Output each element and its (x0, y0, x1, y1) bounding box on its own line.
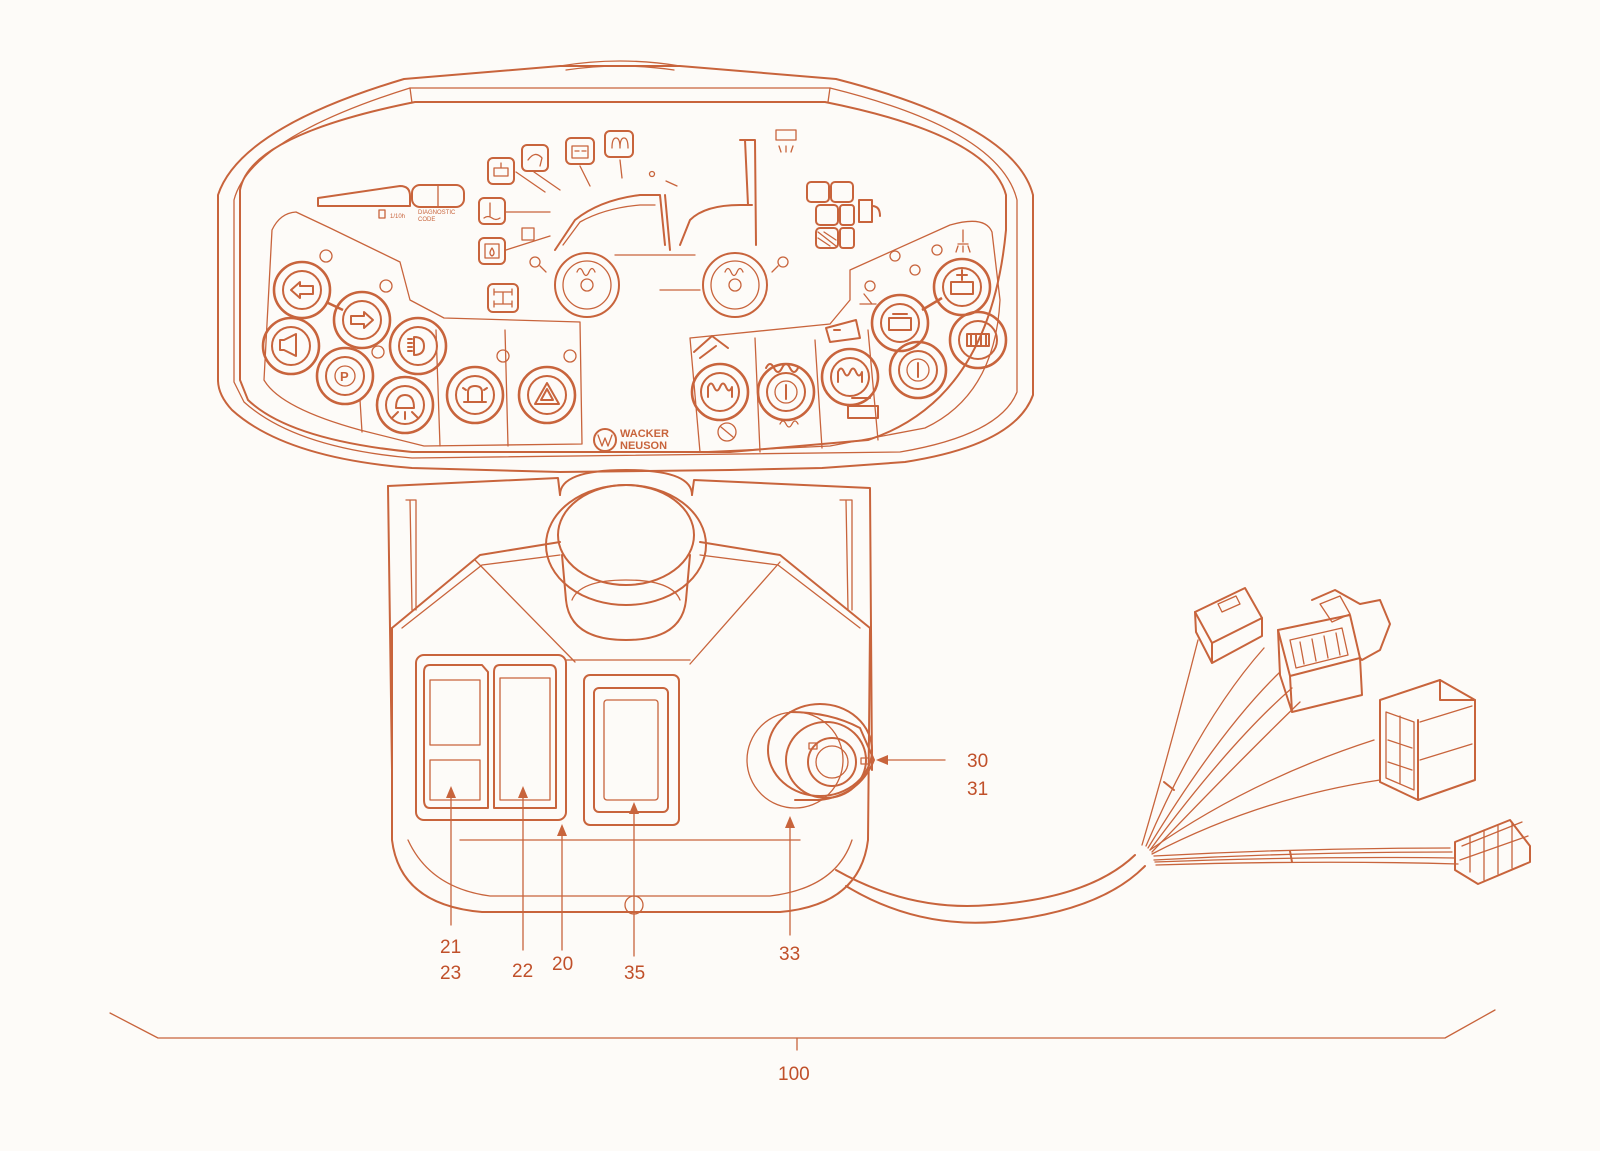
work-light-button[interactable] (375, 375, 435, 435)
callout-22: 22 (512, 961, 533, 982)
brand-name-line2: NEUSON (620, 440, 667, 452)
connector-8pin (1454, 819, 1531, 885)
beacon-button[interactable] (445, 365, 505, 425)
headlight-icon (407, 336, 425, 356)
hour-meter: 1/10h DIAGNOSTIC CODE (317, 184, 465, 223)
rocker-switch-left[interactable] (423, 664, 489, 809)
sprinkler-front-button[interactable] (870, 293, 930, 353)
horn-icon (279, 333, 297, 357)
hour-unit-label: 1/10h (390, 214, 405, 220)
right-switch-pad (689, 220, 1001, 453)
vibration-icon (707, 382, 733, 398)
emergency-stop-button[interactable] (746, 703, 875, 809)
callout-35: 35 (624, 963, 645, 984)
roller-front-icon (825, 319, 861, 343)
roller-silhouette (554, 129, 797, 318)
left-push-buttons: P (261, 249, 577, 435)
roller-mode-icon (693, 335, 729, 359)
work-light-indicator-icon (775, 129, 797, 153)
callout-100: 100 (778, 1064, 810, 1085)
power-button-right[interactable] (888, 340, 948, 400)
hazard-button[interactable] (517, 365, 577, 425)
brand-logo: WACKER NEUSON (593, 428, 669, 452)
console-body (387, 477, 873, 915)
oil-pressure-icon (487, 157, 515, 185)
assembly-bracket: 100 (109, 1009, 1496, 1085)
work-light-icon (391, 394, 419, 420)
sprinkler-icon (859, 293, 877, 305)
svg-text:P: P (340, 369, 349, 384)
edge-cutter-button[interactable] (948, 310, 1008, 370)
callout-20: 20 (552, 954, 573, 975)
rocker-switch-group (415, 654, 567, 821)
turn-left-button[interactable] (272, 260, 332, 320)
headlight-button[interactable] (388, 316, 448, 376)
connector-6pin (1379, 679, 1476, 801)
hazard-icon (534, 382, 560, 405)
warning-light-cluster (478, 130, 789, 313)
coolant-temperature-icon (478, 197, 506, 225)
vibration-left-button[interactable] (690, 362, 750, 422)
air-filter-icon (521, 144, 549, 172)
vibration-amplitude-icon (765, 363, 799, 373)
turn-right-icon (350, 311, 374, 329)
auto-icon (717, 422, 737, 442)
blank-plug (583, 674, 680, 826)
fuel-gauge (806, 181, 881, 249)
callout-leaders (446, 755, 946, 957)
sprinkler-rear-button[interactable] (932, 257, 992, 317)
diagnostic-label-1: DIAGNOSTIC (418, 210, 456, 216)
parking-brake-icon (334, 365, 356, 387)
callout-31: 31 (967, 779, 988, 800)
callout-30: 30 (967, 751, 988, 772)
parking-brake-button[interactable]: P (315, 346, 375, 406)
callout-21: 21 (440, 937, 461, 958)
vibration-right-button[interactable] (820, 347, 880, 407)
roller-rear-icon (847, 397, 879, 419)
right-push-buttons (690, 229, 1008, 442)
battery-icon (565, 137, 595, 165)
power-button-center[interactable] (756, 362, 816, 422)
callout-labels: 30 31 21 23 22 20 35 33 (440, 751, 988, 984)
callout-33: 33 (779, 944, 800, 965)
brand-name-line1: WACKER (620, 428, 669, 440)
axle-icon (487, 283, 519, 313)
glow-plug-icon (604, 130, 634, 158)
steering-column-socket (545, 469, 707, 641)
diagnostic-label-2: CODE (418, 217, 435, 223)
horn-button[interactable] (261, 316, 321, 376)
connector-2pin (1194, 587, 1263, 664)
callout-23: 23 (440, 963, 461, 984)
turn-left-icon (290, 281, 314, 299)
connector-12pin (1277, 589, 1391, 713)
display-housing (217, 60, 1034, 473)
fuel-filter-icon (478, 237, 506, 265)
power-icon (774, 380, 798, 404)
rocker-switch-right[interactable] (493, 664, 557, 809)
rear-drum-gauge (702, 252, 768, 318)
turn-right-button[interactable] (332, 290, 392, 350)
wiring-harness (835, 639, 1459, 924)
fuel-icon (858, 199, 881, 223)
front-drum-gauge (554, 252, 620, 318)
beacon-icon (462, 385, 488, 403)
